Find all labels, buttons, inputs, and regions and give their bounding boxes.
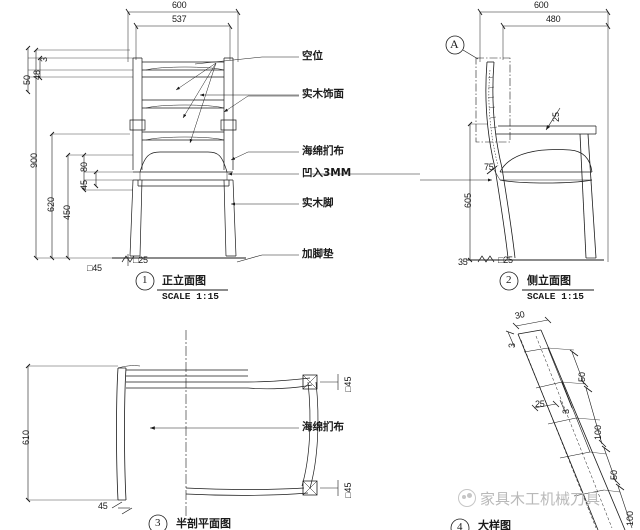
view3-corner-section-bottom: □45 (343, 482, 353, 498)
view1-bubble-number: 1 (142, 274, 148, 286)
annotation-plan-haimian-menbu: 海绵扪布 (302, 421, 344, 433)
view2-side-elevation-geometry (420, 8, 611, 291)
view3-corner-section-top: □45 (343, 376, 353, 392)
view3-dim-45: 45 (98, 501, 108, 511)
view4-bubble-number: 4 (457, 521, 463, 530)
view3-bubble-number: 3 (155, 517, 161, 529)
annotation-aoru-3mm: 凹入3MM (302, 167, 352, 179)
view2-title: 侧立面图 (527, 274, 571, 287)
view2-scale: SCALE 1:15 (527, 291, 585, 302)
view1-dim-3: 3 (39, 56, 49, 62)
view4-dim-100-b: 100 (625, 510, 635, 526)
view4-dim-50-a: 50 (577, 371, 587, 382)
view1-leg-section-45: □45 (87, 263, 102, 273)
view1-dim-45: 45 (79, 179, 89, 190)
view1-dim-48: 48 (32, 69, 42, 80)
view2-dim-600: 600 (534, 0, 549, 10)
view2-dim-75: 75 (484, 162, 494, 172)
view4-dim-3-mid: 3 (561, 408, 571, 414)
view2-base-section-25: □25 (498, 255, 513, 265)
view1-leg-section-25: □25 (133, 255, 148, 265)
view2-dim-25: 25 (551, 111, 561, 122)
view2-dim-605: 605 (463, 192, 473, 208)
annotation-shimu-shimian: 实木饰面 (302, 88, 344, 100)
view4-dim-50-b: 50 (609, 469, 619, 480)
view2-detail-bubble-a: A (450, 37, 459, 51)
view3-title: 半剖平面图 (176, 517, 231, 530)
view4-dim-100-a: 100 (593, 424, 603, 440)
view4-dim-3-top: 3 (507, 342, 517, 348)
view1-dim-80: 80 (79, 161, 89, 172)
view4-detail-geometry (450, 316, 633, 530)
view1-dim-50: 50 (22, 74, 32, 85)
view4-dim-25: 25 (535, 399, 545, 409)
view1-dim-620: 620 (46, 196, 56, 212)
view1-dim-900: 900 (29, 152, 39, 168)
view1-dim-450: 450 (62, 204, 72, 220)
wechat-logo-icon (458, 489, 476, 507)
view1-scale: SCALE 1:15 (162, 291, 220, 302)
view2-dim-480: 480 (546, 14, 561, 24)
watermark-text: 家具木工机械刀具 (480, 490, 601, 508)
view3-plan-geometry (25, 330, 339, 530)
view4-title: 大样图 (478, 519, 511, 530)
annotation-shimu-jiao: 实木脚 (302, 197, 334, 209)
annotation-haimian-menbu: 海绵扪布 (302, 145, 344, 157)
view1-title: 正立面图 (162, 274, 206, 287)
view2-dim-35: 35 (458, 257, 468, 267)
view1-dim-600: 600 (172, 0, 187, 10)
view2-bubble-number: 2 (506, 274, 512, 286)
annotation-jia-jiaodian: 加脚垫 (302, 248, 334, 260)
view1-front-elevation-geometry (25, 8, 420, 291)
annotation-kongwei: 空位 (302, 50, 323, 62)
view1-dim-537: 537 (172, 14, 187, 24)
view3-dim-610: 610 (21, 429, 31, 445)
